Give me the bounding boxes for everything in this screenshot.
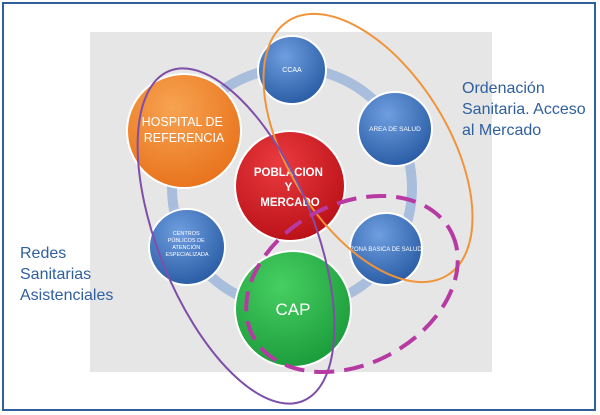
node-ccaa-label: CCAA: [282, 67, 302, 74]
node-ccaa: CCAA: [257, 35, 327, 105]
centros-line-4: ESPECIALIZADA: [165, 252, 208, 258]
ordenacion-sanitaria-label: Ordenación Sanitaria. Acceso al Mercado: [462, 80, 586, 139]
centros-line-1: CENTROS: [173, 231, 200, 237]
centros-line-3: ATENCIÓN: [172, 244, 200, 251]
poblacion-line-2: Y: [285, 182, 293, 194]
svg-text:CENTROS PÚBLICOS DE: CENTROS PÚBLICOS DE ATENCIÓN ESPECIALIZA…: [165, 231, 208, 258]
svg-text:HOSPITAL DE REFERENCIA: HOSPITAL DE REFERENCIA: [142, 115, 227, 145]
node-cap: CAP: [234, 250, 352, 368]
node-zona-basica-label: ZONA BASICA DE SALUD: [350, 247, 422, 253]
orange-grouping-outline: [262, 12, 474, 284]
node-area-de-salud: AREA DE SALUD: [357, 91, 433, 167]
hospital-line-2: REFERENCIA: [144, 131, 225, 145]
redes-sanitarias-label: Redes Sanitarias Asistenciales: [20, 245, 114, 304]
magenta-dashed-outline: [244, 193, 460, 375]
node-hospital-de-referencia: HOSPITAL DE REFERENCIA: [126, 73, 242, 189]
node-area-de-salud-label: AREA DE SALUD: [369, 126, 421, 133]
purple-grouping-outline: [136, 67, 336, 405]
centros-line-2: PÚBLICOS DE: [168, 237, 205, 244]
poblacion-line-1: POBLACION: [254, 167, 323, 179]
node-centros-publicos: CENTROS PÚBLICOS DE ATENCIÓN ESPECIALIZA…: [148, 208, 226, 286]
node-poblacion-y-mercado: POBLACION Y MERCADO: [234, 130, 346, 242]
hospital-line-1: HOSPITAL DE: [142, 115, 223, 129]
node-cap-label: CAP: [276, 300, 311, 319]
